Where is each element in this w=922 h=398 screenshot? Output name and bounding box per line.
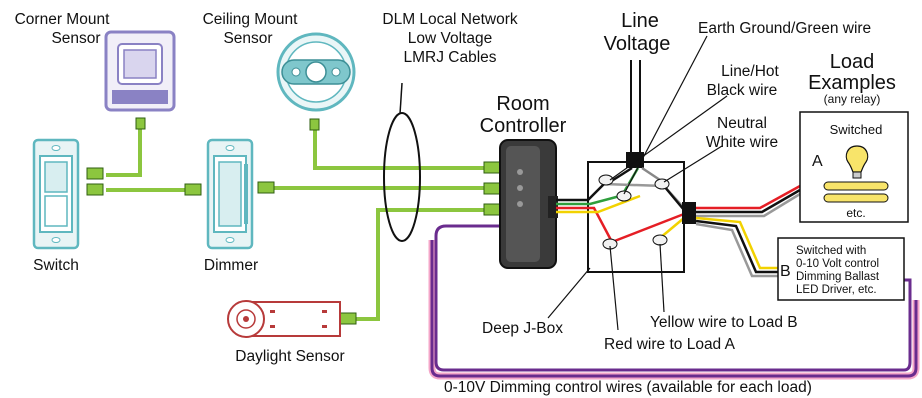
neutral-label-1: Neutral bbox=[717, 115, 767, 132]
corner-mount-sensor-label-1: Corner Mount bbox=[15, 11, 110, 28]
ceiling-mount-sensor-label-2: Sensor bbox=[223, 30, 272, 47]
line-hot-label-1: Line/Hot bbox=[721, 63, 779, 80]
lmrj-connectors bbox=[86, 117, 501, 325]
dlm-network-label-3: LMRJ Cables bbox=[403, 49, 496, 66]
daylight-sensor-label: Daylight Sensor bbox=[235, 348, 344, 365]
load-wires bbox=[695, 184, 801, 278]
etc-label: etc. bbox=[846, 206, 865, 220]
output-clamp bbox=[682, 202, 696, 224]
switch-label: Switch bbox=[33, 257, 79, 274]
neutral-label-2: White wire bbox=[706, 134, 778, 151]
yellow-wire-label: Yellow wire to Load B bbox=[650, 314, 798, 331]
dlm-network-label-1: DLM Local Network bbox=[382, 11, 517, 28]
corner-mount-sensor-label-2: Sensor bbox=[51, 30, 100, 47]
line-voltage-label-2: Voltage bbox=[604, 33, 671, 55]
load-b-desc-3: Dimming Ballast bbox=[796, 271, 880, 283]
room-controller-label-1: Room bbox=[496, 93, 549, 115]
dimming-control-loop bbox=[428, 224, 920, 380]
internal-wires bbox=[556, 166, 685, 244]
load-a-box bbox=[799, 111, 909, 223]
load-b-desc-2: 0-10 Volt control bbox=[796, 258, 879, 270]
load-b-desc-1: Switched with bbox=[796, 245, 866, 257]
line-hot-label-2: Black wire bbox=[707, 82, 778, 99]
switch-device bbox=[32, 138, 80, 250]
load-a-letter: A bbox=[812, 153, 823, 170]
line-voltage-conduit bbox=[626, 60, 644, 168]
load-b-box bbox=[777, 237, 905, 301]
load-examples-label-2: Examples bbox=[808, 72, 896, 94]
load-examples-label-1: Load bbox=[830, 51, 875, 73]
any-relay-label: (any relay) bbox=[824, 92, 881, 106]
daylight-sensor-device bbox=[227, 300, 341, 338]
deep-jbox-label: Deep J-Box bbox=[482, 320, 563, 337]
ceiling-mount-sensor-device bbox=[276, 32, 356, 112]
text-labels: Corner Mount Sensor Ceiling Mount Sensor… bbox=[15, 10, 896, 396]
red-wire-label: Red wire to Load A bbox=[604, 336, 736, 353]
dimming-wires-label: 0-10V Dimming control wires (available f… bbox=[444, 379, 812, 396]
room-controller-device bbox=[499, 139, 558, 269]
line-voltage-label-1: Line bbox=[621, 10, 659, 32]
dlm-network-label-2: Low Voltage bbox=[408, 30, 492, 47]
ceiling-mount-sensor-label-1: Ceiling Mount bbox=[203, 11, 298, 28]
lmrj-cables bbox=[106, 128, 500, 321]
load-b-letter: B bbox=[780, 263, 791, 280]
switched-label: Switched bbox=[830, 122, 883, 137]
corner-mount-sensor-device bbox=[104, 30, 176, 112]
room-controller-label-2: Controller bbox=[480, 115, 567, 137]
pointer-lines bbox=[547, 35, 728, 331]
dimmer-device bbox=[206, 138, 254, 250]
load-b-desc-4: LED Driver, etc. bbox=[796, 284, 877, 296]
dlm-network-bundle bbox=[383, 112, 421, 242]
dimmer-label: Dimmer bbox=[204, 257, 258, 274]
earth-ground-label: Earth Ground/Green wire bbox=[698, 20, 871, 37]
